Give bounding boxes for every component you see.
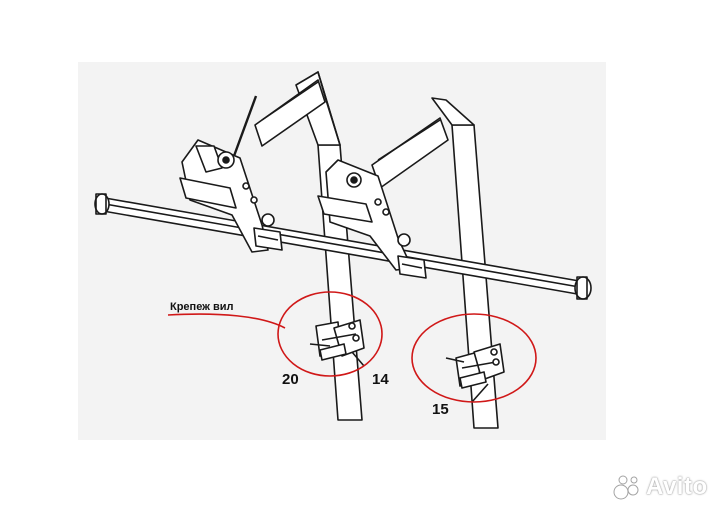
- pointer-line: [232, 95, 258, 157]
- callout-14: 14: [372, 371, 389, 388]
- left-mount-bracket: [179, 139, 283, 253]
- caption-label: Крепеж вил: [170, 301, 234, 313]
- callout-15: 15: [432, 401, 449, 418]
- caption-leader-line: [167, 313, 286, 329]
- right-fork-fastener: [445, 343, 505, 403]
- highlight-group: [167, 291, 537, 403]
- watermark: Avito: [612, 472, 708, 502]
- avito-logo-icon: [613, 475, 639, 500]
- highlight-left: [277, 291, 383, 377]
- callout-20: 20: [282, 371, 299, 388]
- highlight-right: [411, 313, 537, 403]
- cross-bar: [94, 193, 592, 300]
- right-mount-bracket: [317, 159, 427, 279]
- left-fork-fastener: [309, 319, 365, 367]
- watermark-text: Avito: [646, 473, 708, 500]
